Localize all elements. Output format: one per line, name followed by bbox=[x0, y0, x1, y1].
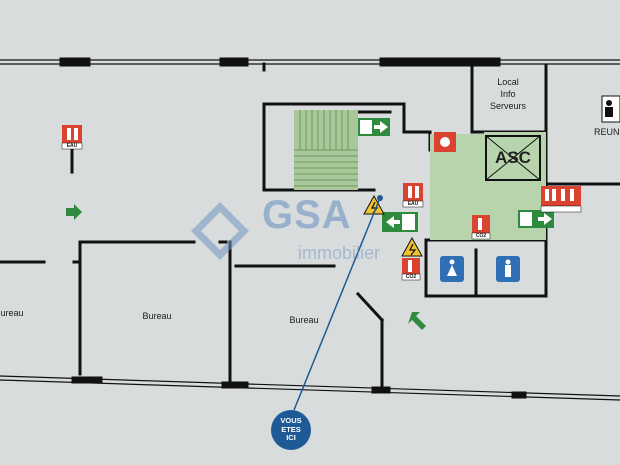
room-label-bureau-center: Bureau bbox=[142, 311, 172, 321]
emergency-exit-icon bbox=[382, 212, 418, 232]
female-wc-icon bbox=[440, 256, 464, 282]
fire-alarm-button-icon bbox=[434, 132, 456, 152]
extinguisher-tag-co2: CO2 bbox=[405, 274, 417, 280]
fire-extinguisher-icon bbox=[471, 215, 491, 240]
outer-wall-bottom bbox=[0, 375, 620, 401]
room-label-bureau-right: Bureau bbox=[289, 315, 319, 325]
extinguisher-tag-eau: EAU bbox=[66, 143, 78, 149]
meeting-room-icon bbox=[601, 95, 620, 123]
outer-wall-top bbox=[0, 57, 620, 67]
direction-arrow-icon bbox=[408, 312, 426, 330]
extinguisher-tag-co2: CO2 bbox=[475, 233, 487, 239]
you-are-here-marker-icon: VOUS ETES ICI bbox=[271, 410, 311, 450]
gsa-watermark-logo bbox=[191, 202, 249, 260]
male-wc-icon bbox=[496, 256, 520, 282]
lobby-area bbox=[430, 132, 546, 240]
room-label-reun: REUN bbox=[594, 127, 620, 137]
room-label-local-info: Local Info Serveurs bbox=[489, 77, 526, 111]
fire-extinguisher-icon bbox=[402, 183, 424, 208]
extinguisher-tag-eau: EAU bbox=[407, 201, 419, 207]
direction-arrow-icon bbox=[66, 204, 82, 220]
watermark-brand: GSA bbox=[262, 193, 352, 237]
lift-shaft bbox=[485, 135, 541, 181]
watermark-subtitle: immobilier bbox=[298, 243, 381, 263]
emergency-exit-icon bbox=[518, 210, 554, 228]
room-label-bureau-left: ureau bbox=[0, 308, 24, 318]
emergency-exit-icon bbox=[358, 118, 390, 136]
fire-extinguisher-icon bbox=[540, 186, 582, 213]
fire-extinguisher-icon bbox=[61, 125, 83, 150]
fire-extinguisher-icon bbox=[401, 258, 421, 281]
you-are-here-pointer bbox=[293, 195, 383, 411]
lift-label-asc: ASC bbox=[495, 148, 531, 167]
staircase bbox=[294, 110, 358, 190]
electrical-hazard-icon bbox=[401, 236, 423, 257]
